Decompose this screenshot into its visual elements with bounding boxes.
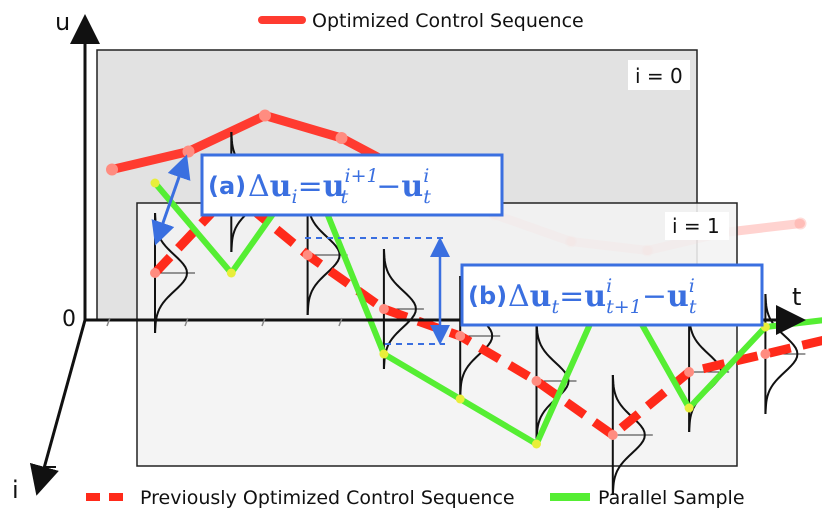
legend-optimized: Optimized Control Sequence xyxy=(258,10,584,32)
equation-b-u-right: u xyxy=(667,279,689,314)
distribution-curve xyxy=(764,293,799,415)
optimized-segment xyxy=(184,111,270,156)
parallel-point xyxy=(150,178,160,188)
equation-a-sub-left: t xyxy=(341,186,349,208)
svg-text:Δui=ui+1t−uit: Δui=ui+1t−uit xyxy=(248,165,431,208)
previous-point xyxy=(607,430,618,440)
previous-point xyxy=(455,331,466,341)
equation-a-tag: (a) xyxy=(208,172,246,200)
previous-point xyxy=(302,250,313,260)
previous-line xyxy=(151,187,822,440)
parallel-point xyxy=(455,394,465,404)
equation-a-sub-right: t xyxy=(423,186,431,208)
svg-text:Δut=uit+1−uit: Δut=uit+1−uit xyxy=(508,275,697,318)
parallel-point xyxy=(379,349,389,359)
legend-parallel: Parallel Sample xyxy=(550,487,745,509)
optimized-segment xyxy=(260,111,346,143)
optimized-point xyxy=(182,145,195,158)
previous-point xyxy=(378,304,389,314)
parallel-point xyxy=(684,403,694,413)
label-box-iteration-0 xyxy=(628,60,690,90)
equation-a-minus: − xyxy=(376,169,401,204)
equation-b-delta: Δ xyxy=(508,279,530,314)
label-iteration-0: i = 0 xyxy=(635,64,683,88)
equation-b-eq: = xyxy=(559,279,584,314)
t-axis-ticks xyxy=(106,317,343,327)
optimized-point xyxy=(335,132,348,144)
equation-a-u-right: u xyxy=(401,169,423,204)
equation-a-delta: Δ xyxy=(248,169,270,204)
u-axis-label: u xyxy=(55,8,70,36)
parallel-point xyxy=(532,439,541,449)
distribution-curve xyxy=(383,248,417,370)
equation-a-sup-right: i xyxy=(423,165,429,187)
label-box-iteration-1 xyxy=(665,212,729,240)
i-axis xyxy=(29,319,87,496)
legend-parallel-label: Parallel Sample xyxy=(598,487,745,509)
equation-b-u-left: u xyxy=(584,279,606,314)
equation-b-sup-left: i xyxy=(606,275,612,297)
optimized-point xyxy=(794,217,807,230)
parallel-line xyxy=(152,162,822,447)
equation-b-sub-left: t+1 xyxy=(606,296,642,318)
previous-point xyxy=(150,268,160,278)
equation-a-u-left: u xyxy=(323,169,345,204)
parallel-point xyxy=(226,268,236,278)
equation-b-sub: t xyxy=(551,296,559,318)
equation-a-u: u xyxy=(270,169,292,204)
optimized-point xyxy=(106,163,118,176)
equation-b-tag: (b) xyxy=(468,282,507,310)
equation-b-minus: − xyxy=(642,279,667,314)
legend-previous-label: Previously Optimized Control Sequence xyxy=(140,487,515,509)
legend-previous: Previously Optimized Control Sequence xyxy=(86,487,515,509)
equation-a-eq: = xyxy=(298,169,323,204)
distribution-curve xyxy=(535,320,570,442)
equation-b-sup-right: i xyxy=(689,275,695,297)
optimized-point xyxy=(259,109,271,122)
i-axis-label: i xyxy=(12,476,19,504)
origin-label: 0 xyxy=(62,307,76,332)
distribution-curve xyxy=(611,374,646,496)
arrow-delta-i xyxy=(151,154,191,246)
equation-b-sub-right: t xyxy=(689,296,697,318)
previous-point xyxy=(531,376,542,386)
equation-b-u: u xyxy=(530,279,552,314)
equation-a-sup-left: i+1 xyxy=(345,165,379,187)
legend-optimized-label: Optimized Control Sequence xyxy=(312,10,584,32)
previous-point xyxy=(684,367,695,377)
t-axis-label: t xyxy=(792,283,801,311)
label-iteration-1: i = 1 xyxy=(672,214,720,238)
previous-point xyxy=(760,349,771,359)
equation-a-sub: i xyxy=(291,186,297,208)
